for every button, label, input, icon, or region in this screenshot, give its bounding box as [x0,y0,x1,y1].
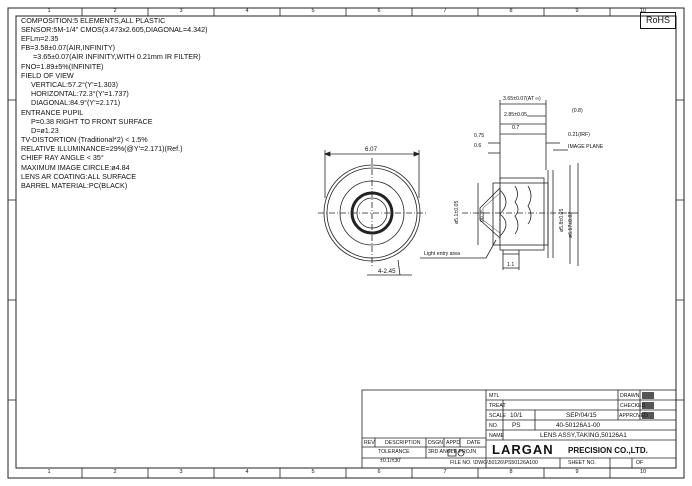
spec-line: ENTRANCE PUPIL [21,108,84,117]
front-hole-dimension: 4-2.45 [378,268,396,275]
front-width-dimension: 6.07 [365,146,378,153]
treat-label: TREAT [489,403,506,409]
side-dimension: (0.8) [572,108,583,114]
spec-line: P=0.38 RIGHT TO FRONT SURFACE [31,117,153,126]
spec-line: HORIZONTAL:72.3°(Y'=1.737) [31,89,129,98]
projection-label: 3RD ANGLE PROJN [428,449,477,455]
grid-number: 9 [575,469,579,475]
side-dimension: 0.21(IRF) [568,132,590,138]
grid-number: 4 [245,8,249,14]
ps-value: PS [512,422,521,429]
approved-label: APPROVED [619,413,648,419]
spec-line: RELATIVE ILLUMINANCE=29%(@Y'=2.171)(Ref.… [21,144,183,153]
drawn-label: DRAWN [620,393,640,399]
spec-line: LENS AR COATING:ALL SURFACE [21,172,137,181]
spec-line: DIAGONAL:84.9°(Y'=2.171) [31,98,121,107]
part-name: LENS ASSY,TAKING,50126A1 [540,432,627,439]
name-label: NAME [489,433,504,439]
rev-header: DESCRIPTION [385,440,421,446]
side-dimension: IMAGE PLANE [568,144,604,150]
grid-number: 4 [245,469,249,475]
grid-number: 6 [377,8,381,14]
rev-header: REV [364,440,375,446]
no-label: NO. [489,423,499,429]
drawing-date: SEP/04/15 [566,412,597,419]
spec-line: CHIEF RAY ANGLE < 35° [21,153,104,162]
scale-value: 10/1 [510,412,523,419]
grid-number: 9 [575,8,579,14]
spec-line: BARREL MATERIAL:PC(BLACK) [21,181,128,190]
rev-header: DATE [467,440,481,446]
spec-line: FIELD OF VIEW [21,71,74,80]
of-label: OF [636,460,644,466]
side-dimension: 0.6 [474,143,482,149]
light-entry-label: Light entry area [424,251,461,257]
sheet-no-label: SHEET NO. [568,460,596,466]
scale-label: SCALE [489,413,507,419]
grid-number: 1 [47,8,51,14]
tolerance-label: TOLERANCE [378,449,410,455]
side-dimension: 0.7 [512,125,520,131]
grid-number: 8 [509,8,513,14]
spec-line: FB=3.58±0.07(AIR,INFINITY) [21,43,116,52]
side-dimension: 2.85±0.05 [504,112,528,118]
spec-line: VERTICAL:57.2°(Y'=1.303) [31,80,119,89]
spec-line: TV-DISTORTION (Traditional*2) < 1.5% [21,135,148,144]
grid-number: 3 [179,469,183,475]
side-dimension: 3.65±0.07(AT ∞) [503,96,541,102]
grid-number: 6 [377,469,381,475]
side-dimension: 0.75 [474,133,485,139]
spec-line: =3.65±0.07(AIR INFINITY,WITH 0.21mm IR F… [33,52,201,61]
spec-line: MAXIMUM IMAGE CIRCLE:ø4.84 [21,163,130,172]
checked-label: CHECKED [620,403,646,409]
part-number: 40-50126A1-00 [556,422,601,429]
spec-line: COMPOSITION:5 ELEMENTS,ALL PLASTIC [21,16,166,25]
spec-line: D=ø1.23 [31,126,59,135]
spec-line: FNO=1.89±5%(INFINITE) [21,62,104,71]
file-number: FILE NO. \DWG\50126\PS50126A100 [450,460,538,466]
grid-number: 2 [113,8,117,14]
company-logo: LARGAN [492,442,554,457]
company-name: PRECISION CO.,LTD. [568,446,648,455]
spec-line: EFLm=2.35 [21,34,59,43]
grid-number: 8 [509,469,513,475]
rev-header: DSGN [428,440,443,446]
side-dimension: 1.1 [507,262,515,268]
grid-number: 2 [113,469,117,475]
grid-number: 7 [443,469,447,475]
grid-number: 10 [639,469,647,475]
mtl-label: MTL [489,393,500,399]
grid-number: 5 [311,8,315,14]
grid-number: 1 [47,469,51,475]
rohs-badge: RoHS [640,12,676,29]
spec-line: SENSOR:5M-1/4" CMOS(3.473x2.605,DIAGONAL… [21,25,208,34]
grid-number: 3 [179,8,183,14]
grid-number: 5 [311,469,315,475]
tolerance-value: ±0.1/±30' [380,458,402,464]
grid-number: 7 [443,8,447,14]
rev-header: APPD [446,440,461,446]
grid-number: 10 [639,8,647,14]
